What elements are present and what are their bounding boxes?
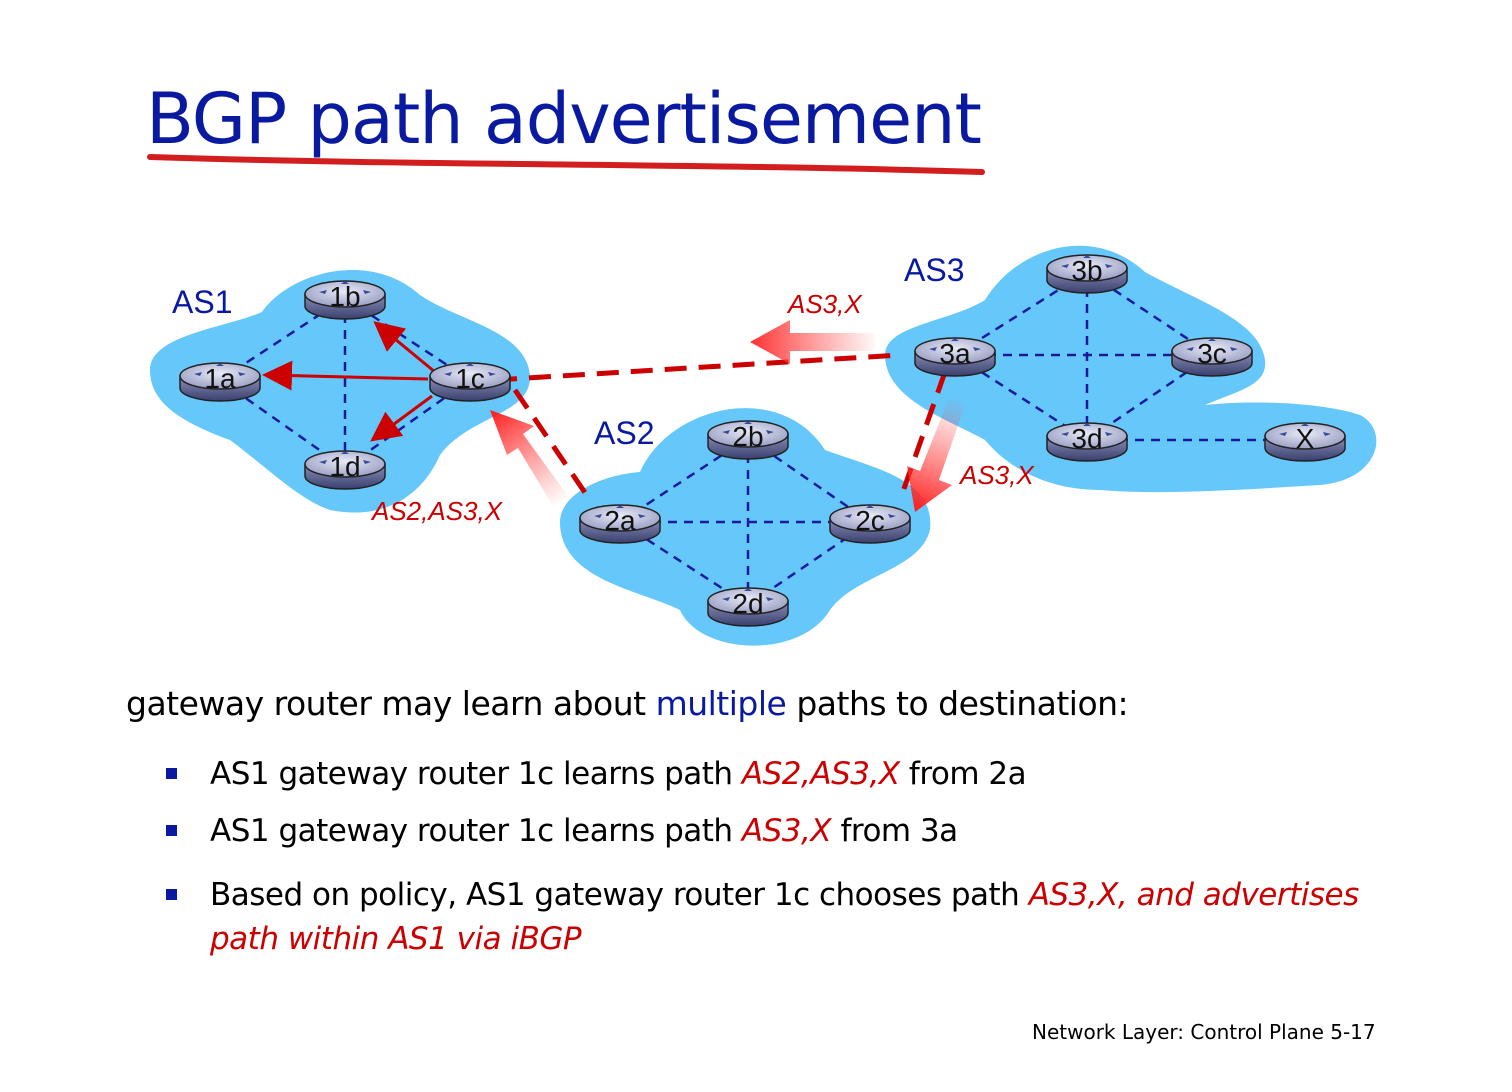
- router-X: X: [1264, 422, 1346, 462]
- bullet-2-suffix: from 3a: [831, 813, 958, 849]
- as1-cloud: [150, 270, 531, 513]
- bullet-item-3: Based on policy, AS1 gateway router 1c c…: [160, 873, 1410, 961]
- router-label-1c: 1c: [455, 363, 485, 394]
- router-1b: 1b: [304, 280, 386, 320]
- bullet-2-prefix: AS1 gateway router 1c learns path: [210, 813, 742, 849]
- bullet-1-suffix: from 2a: [899, 756, 1027, 792]
- bullet-1-path: AS2,AS3,X: [741, 756, 900, 792]
- router-label-3d: 3d: [1071, 423, 1102, 454]
- as2-cloud: [560, 408, 931, 646]
- router-1a: 1a: [179, 362, 261, 402]
- bullet-1-prefix: AS1 gateway router 1c learns path: [210, 756, 742, 792]
- intro-text: gateway router may learn about multiple …: [126, 684, 1129, 723]
- as2-label: AS2: [594, 415, 654, 451]
- bullet-item-2: AS1 gateway router 1c learns path AS3,X …: [160, 809, 1410, 853]
- router-label-2a: 2a: [604, 505, 636, 536]
- router-label-3a: 3a: [939, 338, 971, 369]
- router-3c: 3c: [1171, 337, 1253, 377]
- router-2b: 2b: [707, 420, 789, 460]
- intro-highlight: multiple: [655, 684, 787, 723]
- advertisement-arrows: [490, 320, 966, 512]
- bullet-3-prefix: Based on policy, AS1 gateway router 1c c…: [210, 877, 1029, 913]
- path-label-as3x-right: AS3,X: [958, 460, 1035, 490]
- as3-cloud: [885, 245, 1377, 493]
- arrow-2a-to-1c: [490, 410, 568, 506]
- bullet-item-1: AS1 gateway router 1c learns path AS2,AS…: [160, 752, 1410, 796]
- bullet-list: AS1 gateway router 1c learns path AS2,AS…: [160, 752, 1410, 961]
- router-label-3c: 3c: [1197, 338, 1227, 369]
- routers: 1a 1b 1c 1d 2a 2b 2c 2d 3a 3b 3c 3d X: [179, 254, 1346, 627]
- inter-as-links: [494, 352, 948, 502]
- title-underline: [147, 154, 985, 175]
- router-label-2c: 2c: [855, 505, 885, 536]
- router-label-1d: 1d: [329, 451, 360, 482]
- router-label-2b: 2b: [732, 421, 763, 452]
- arrow-3a-to-1c: [750, 320, 875, 364]
- router-label-2d: 2d: [732, 588, 763, 619]
- router-1d: 1d: [304, 450, 386, 490]
- as3-label: AS3: [904, 252, 964, 288]
- path-label-as2as3x: AS2,AS3,X: [370, 496, 504, 526]
- router-label-3b: 3b: [1071, 255, 1102, 286]
- slide-title: BGP path advertisement: [146, 78, 982, 160]
- router-label-1a: 1a: [204, 363, 236, 394]
- intro-suffix: paths to destination:: [786, 684, 1129, 723]
- path-label-as3x-top: AS3,X: [786, 289, 863, 319]
- router-1c: 1c: [429, 362, 511, 402]
- ibgp-arrows: [262, 321, 436, 442]
- router-3a: 3a: [914, 337, 996, 377]
- arrow-3a-to-2c: [907, 396, 966, 512]
- router-2a: 2a: [579, 504, 661, 544]
- router-label-1b: 1b: [329, 281, 360, 312]
- as1-label: AS1: [172, 284, 232, 320]
- router-3b: 3b: [1046, 254, 1128, 294]
- slide-footer: Network Layer: Control Plane 5-17: [1032, 1020, 1376, 1044]
- router-label-X: X: [1296, 423, 1315, 454]
- bullet-2-path: AS3,X: [741, 813, 832, 849]
- router-2c: 2c: [829, 504, 911, 544]
- intro-prefix: gateway router may learn about: [126, 684, 656, 723]
- bullet-3-path: AS3,X, and advertises path within AS1 vi…: [210, 877, 1359, 957]
- router-3d: 3d: [1046, 422, 1128, 462]
- router-2d: 2d: [707, 587, 789, 627]
